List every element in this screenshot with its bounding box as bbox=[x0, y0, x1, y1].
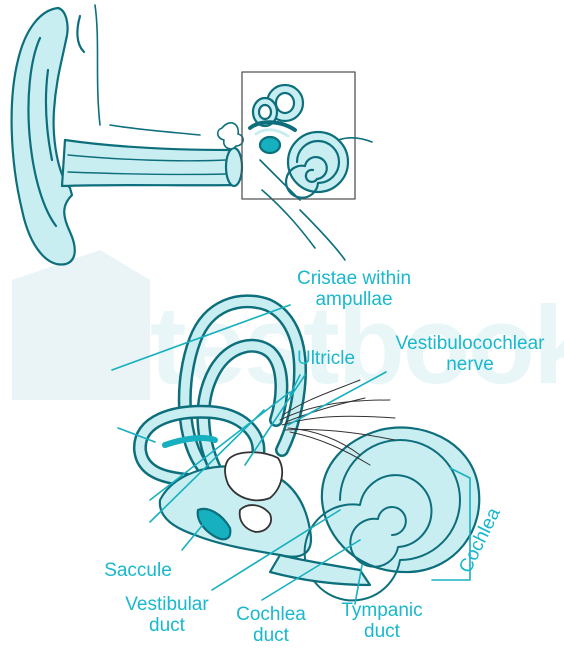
label-saccule: Saccule bbox=[104, 560, 172, 581]
label-cochlea-duct: Cochlea duct bbox=[236, 604, 306, 646]
small-inner-ear bbox=[248, 83, 373, 201]
inner-ear-large bbox=[133, 294, 481, 602]
ear-canal bbox=[60, 138, 244, 188]
label-cristae: Cristae within ampullae bbox=[296, 268, 412, 310]
label-vestibulocochlear-nerve: Vestibulocochlear nerve bbox=[395, 333, 545, 375]
label-tympanic-duct: Tympanic duct bbox=[341, 600, 423, 642]
pinna bbox=[10, 6, 86, 266]
label-vestibular-duct: Vestibular duct bbox=[125, 594, 209, 636]
label-ultricle: Ultricle bbox=[296, 348, 356, 369]
